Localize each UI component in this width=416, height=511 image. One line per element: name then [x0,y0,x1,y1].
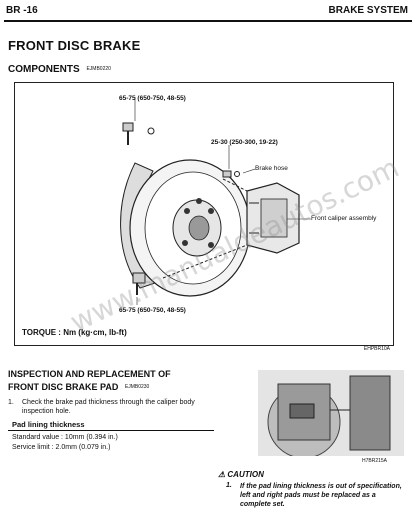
callout-caliper: Front caliper assembly [311,215,377,222]
components-code: EJMB0220 [86,66,111,73]
figure-id: EHPBR10A [363,346,390,352]
spec-rule [8,430,214,431]
caution-number: 1. [226,482,232,489]
section-name: BRAKE SYSTEM [328,5,408,16]
photo-id: H7BR215A [362,458,388,464]
caliper-photo [258,370,404,459]
components-heading-text: COMPONENTS [8,64,80,75]
caution-icon: ⚠ [218,470,226,479]
callout-bottom-bolt-torque: 65-75 (650-750, 48-55) [119,307,186,314]
page-code: BR -16 [6,5,38,16]
callout-brake-hose: Brake hose [255,165,288,172]
callout-top-bolt-torque: 65-75 (650-750, 48-55) [119,95,186,102]
spec-heading: Pad lining thickness [12,420,85,429]
inspection-code: EJMB0230 [124,384,150,391]
step-number: 1. [8,399,14,406]
inspection-heading-line1: INSPECTION AND REPLACEMENT OF [8,369,171,379]
step-text: Check the brake pad thickness through th… [22,399,195,415]
torque-legend: TORQUE : Nm (kg·cm, lb-ft) [22,328,127,337]
spec-table: Pad lining thickness Standard value : 10… [8,418,214,466]
spec-service-limit: Service limit : 2.0mm (0.079 in.) [12,444,111,451]
components-figure: 65-75 (650-750, 48-55) 25-30 (250-300, 1… [14,82,404,346]
brake-illustration [120,97,311,305]
caution-heading: ⚠ CAUTION [218,470,264,479]
callout-hose-torque: 25-30 (250-300, 19-22) [211,139,278,146]
caution-heading-text: CAUTION [227,470,264,479]
inspection-heading-line2: FRONT DISC BRAKE PAD [8,382,119,392]
components-heading: COMPONENTS EJMB0220 [8,64,111,75]
spec-standard: Standard value : 10mm (0.394 in.) [12,434,118,441]
page-title: FRONT DISC BRAKE [8,38,141,53]
caution-text: If the pad lining thickness is out of sp… [240,483,402,508]
caliper-photo-graphic [258,370,404,459]
inspection-heading: INSPECTION AND REPLACEMENT OF FRONT DISC… [8,368,208,394]
header-rule [4,20,412,22]
